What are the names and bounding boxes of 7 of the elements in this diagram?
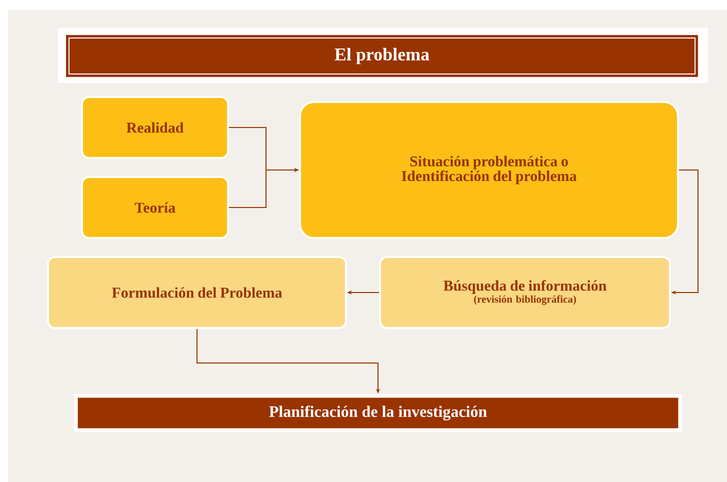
process-box: Situación problemática o Identificación del problema	[299, 101, 679, 239]
title-banner: El problema	[58, 28, 708, 83]
process-box: Formulación del Problema	[47, 256, 347, 329]
process-box: Teoría	[81, 176, 229, 239]
process-box: Realidad	[81, 96, 229, 159]
process-box: Búsqueda de información (revisión bibliográfica)	[379, 256, 671, 329]
banner-box: Planificación de la investigación	[74, 394, 682, 432]
